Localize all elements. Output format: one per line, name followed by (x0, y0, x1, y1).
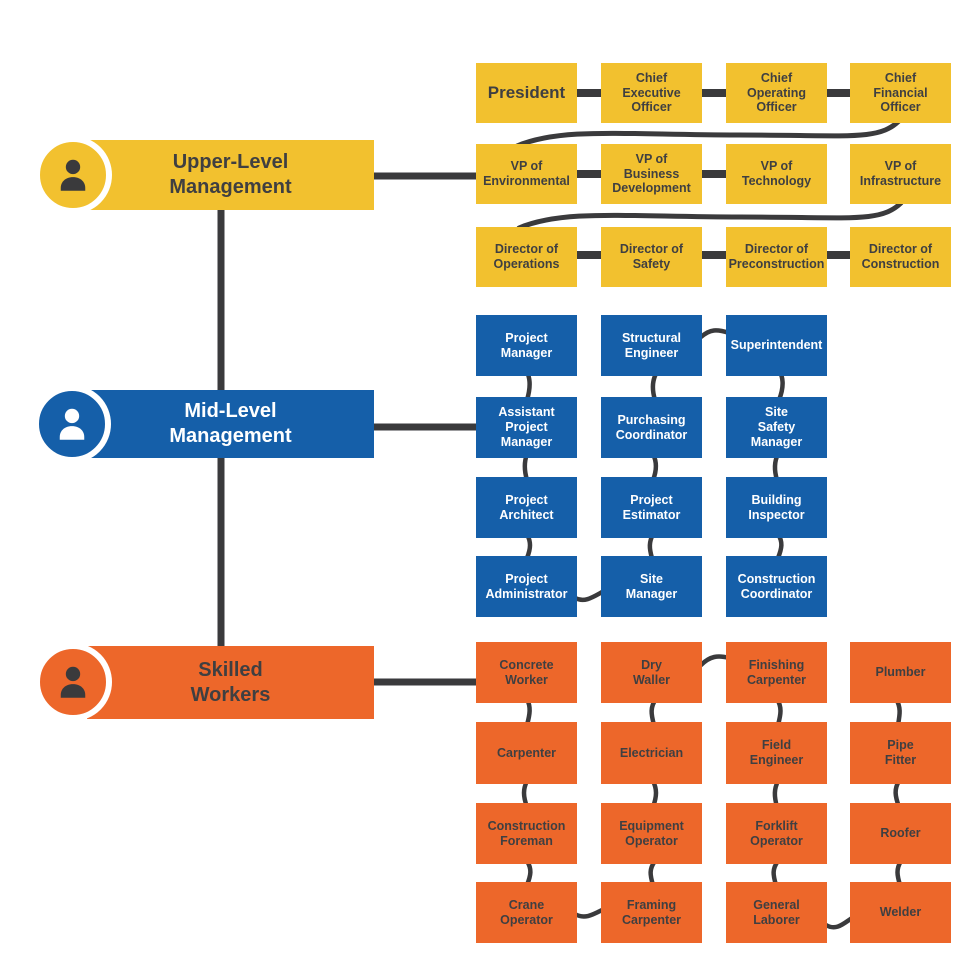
person-icon (52, 154, 94, 196)
connector-drywaller-finishcarp (698, 654, 732, 668)
node-director-operations: Director of Operations (476, 227, 577, 287)
node-pipe-fitter: Pipe Fitter (850, 722, 951, 784)
node-welder: Welder (850, 882, 951, 943)
node-building-inspector: Building Inspector (726, 477, 827, 538)
connector-genlaborer-welder (823, 915, 855, 930)
node-project-architect: Project Architect (476, 477, 577, 538)
node-project-estimator: Project Estimator (601, 477, 702, 538)
skilled-workers-label: Skilled Workers (87, 646, 374, 719)
node-finishing-carpenter: Finishing Carpenter (726, 642, 827, 703)
node-project-manager: Project Manager (476, 315, 577, 376)
node-forklift-operator: Forklift Operator (726, 803, 827, 864)
upper-level-management-label: Upper-Level Management (87, 140, 374, 210)
node-site-manager: Site Manager (601, 556, 702, 617)
upper-level-person-badge (34, 136, 112, 214)
node-crane-operator: Crane Operator (476, 882, 577, 943)
person-icon (52, 661, 94, 703)
node-roofer: Roofer (850, 803, 951, 864)
node-vp-infrastructure: VP of Infrastructure (850, 144, 951, 204)
node-project-administrator: Project Administrator (476, 556, 577, 617)
person-icon (51, 403, 93, 445)
node-electrician: Electrician (601, 722, 702, 784)
node-chief-executive-officer: Chief Executive Officer (601, 63, 702, 123)
connector-craneop-framingcarp (572, 906, 607, 919)
connector-structeng-purchasing (650, 369, 660, 403)
node-purchasing-coordinator: Purchasing Coordinator (601, 397, 702, 458)
connector-cfo-vpenv (514, 118, 902, 149)
node-director-construction: Director of Construction (850, 227, 951, 287)
skilled-workers-person-badge (34, 643, 112, 721)
node-concrete-worker: Concrete Worker (476, 642, 577, 703)
node-director-safety: Director of Safety (601, 227, 702, 287)
node-assistant-project-manager: Assistant Project Manager (476, 397, 577, 458)
node-site-safety-manager: Site Safety Manager (726, 397, 827, 458)
connector-pm-apm (524, 369, 532, 403)
node-president: President (476, 63, 577, 123)
mid-level-person-badge (33, 385, 111, 463)
node-framing-carpenter: Framing Carpenter (601, 882, 702, 943)
connector-vpinfra-dirops (516, 200, 904, 231)
node-structural-engineer: Structural Engineer (601, 315, 702, 376)
node-chief-operating-officer: Chief Operating Officer (726, 63, 827, 123)
node-field-engineer: Field Engineer (726, 722, 827, 784)
node-construction-coordinator: Construction Coordinator (726, 556, 827, 617)
node-chief-financial-officer: Chief Financial Officer (850, 63, 951, 123)
connector-supt-sitesafety (776, 369, 785, 403)
node-plumber: Plumber (850, 642, 951, 703)
mid-level-management-label: Mid-Level Management (87, 390, 374, 458)
node-vp-business-development: VP of Business Development (601, 144, 702, 204)
node-superintendent: Superintendent (726, 315, 827, 376)
node-dry-waller: Dry Waller (601, 642, 702, 703)
node-general-laborer: General Laborer (726, 882, 827, 943)
connector-structeng-supt (698, 328, 732, 340)
node-carpenter: Carpenter (476, 722, 577, 784)
node-vp-environmental: VP of Environmental (476, 144, 577, 204)
node-equipment-operator: Equipment Operator (601, 803, 702, 864)
node-construction-foreman: Construction Foreman (476, 803, 577, 864)
connector-administrator-sitemgr (572, 588, 607, 603)
node-vp-technology: VP of Technology (726, 144, 827, 204)
node-director-preconstruction: Director of Preconstruction (726, 227, 827, 287)
